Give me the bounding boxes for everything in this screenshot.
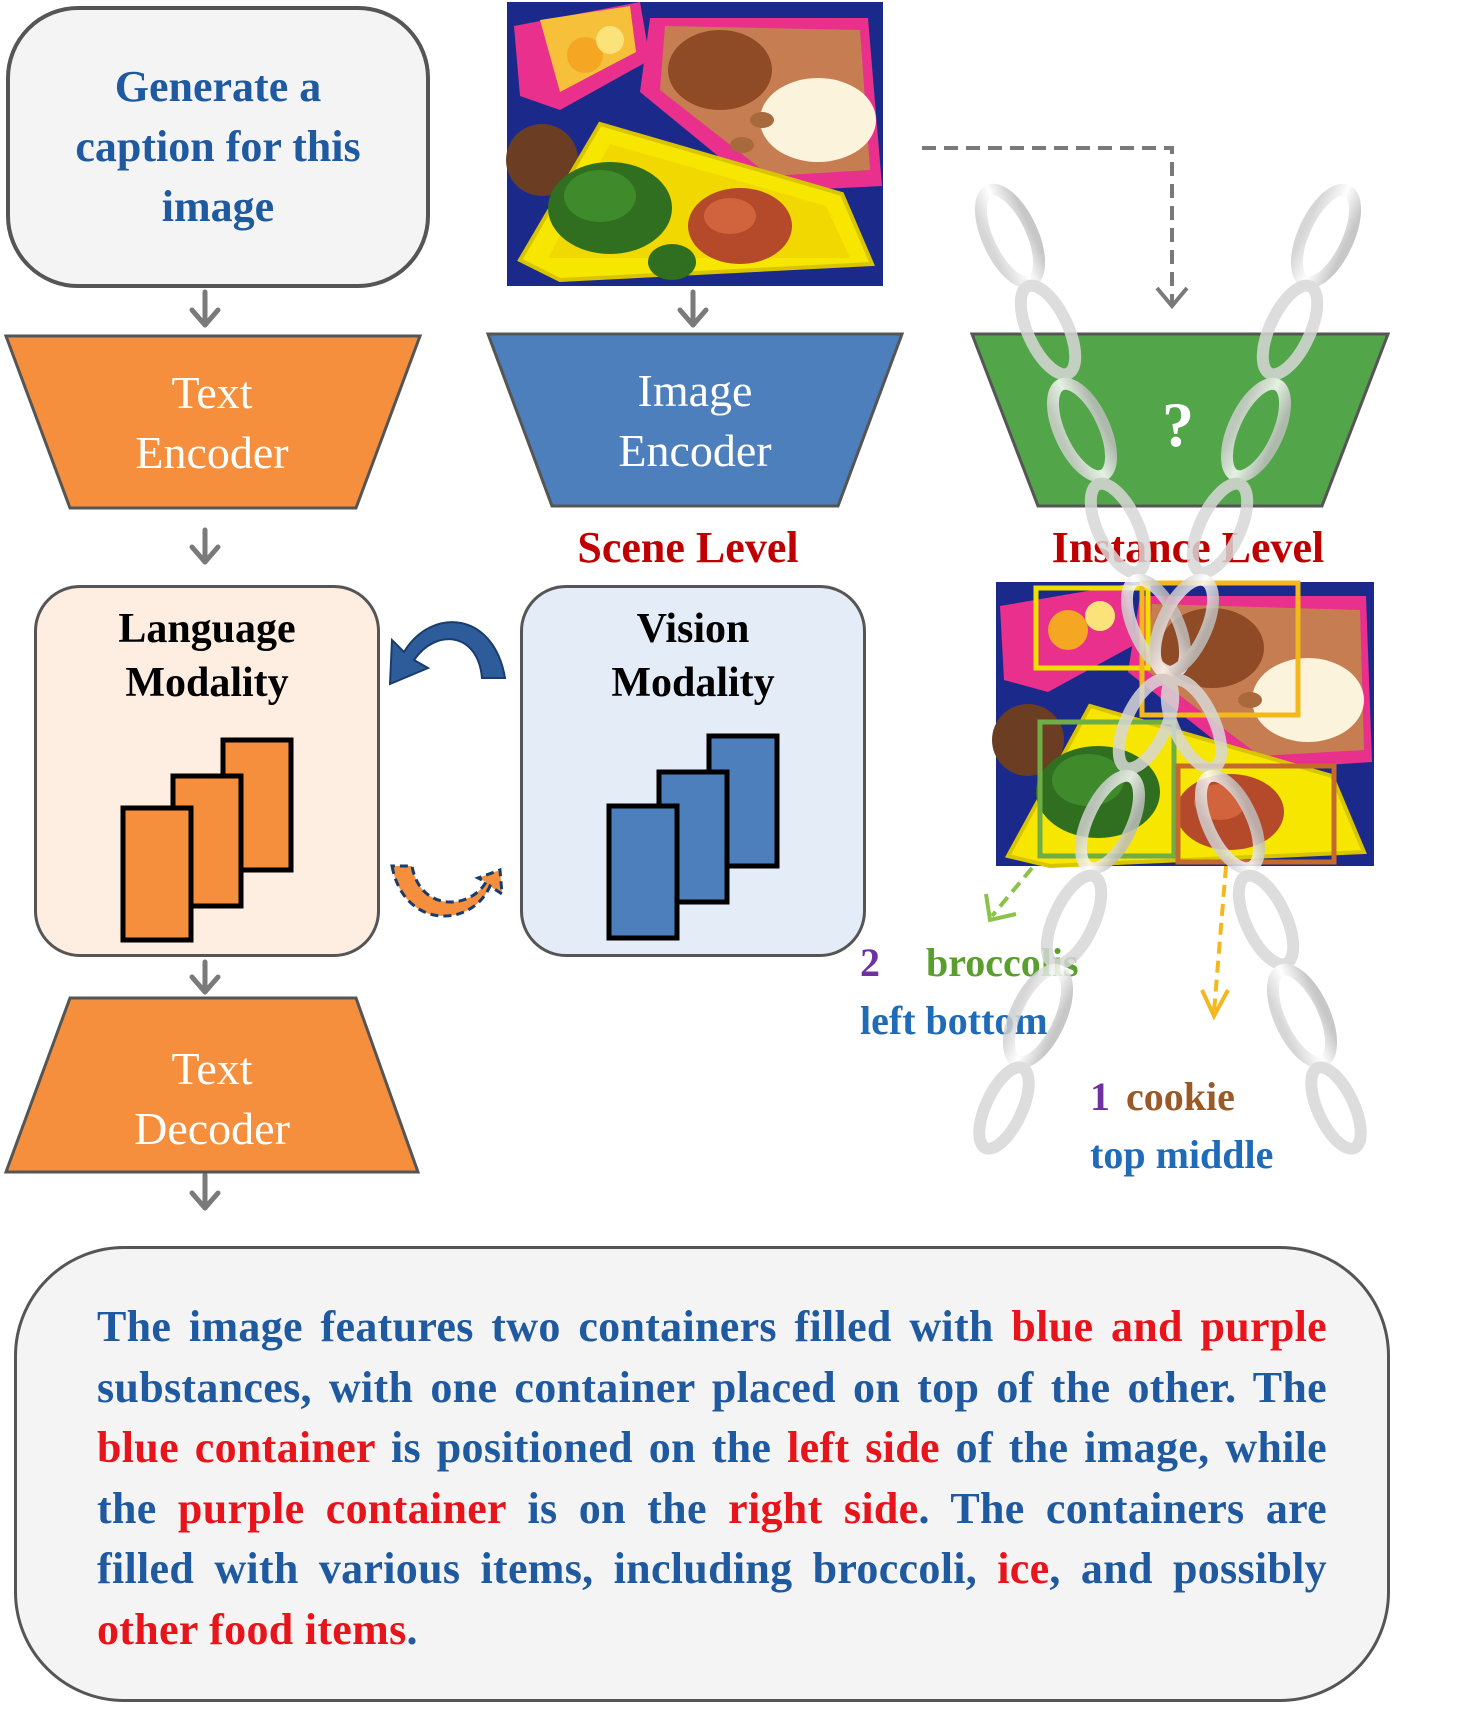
flow-arrows <box>189 289 709 1211</box>
svg-text:top middle: top middle <box>1090 1132 1273 1177</box>
caption-text: The image features two containers filled… <box>97 1297 1327 1660</box>
caption-highlight: purple container <box>177 1483 507 1533</box>
unknown-encoder-label: ? <box>1162 389 1194 460</box>
caption-highlight: left side <box>787 1423 940 1472</box>
caption-highlight: blue container <box>97 1423 376 1472</box>
arrow-language-to-decoder <box>189 959 221 995</box>
caption-highlight: right side <box>728 1483 919 1533</box>
caption-segment: is positioned on the <box>375 1423 788 1472</box>
food-photo <box>506 2 883 286</box>
language-modality-title: Language Modality <box>118 606 296 706</box>
cookie-instance-label: 1 cookie top middle <box>1090 1074 1273 1177</box>
scene-level-label: Scene Level <box>577 523 798 572</box>
prompt-box: Generate a caption for this image <box>6 6 430 288</box>
vision-feature-stack <box>606 733 780 941</box>
arrow-decoder-out <box>189 1172 221 1211</box>
language-feature-stack <box>120 737 294 943</box>
caption-highlight: ice <box>997 1544 1050 1593</box>
text-encoder-shape <box>3 334 423 510</box>
caption-segment: substances, with one container placed on… <box>97 1362 1327 1412</box>
svg-text:1: 1 <box>1090 1074 1110 1119</box>
cookie-pointer <box>1200 865 1230 1021</box>
text-encoder-label-2: Encoder <box>135 427 288 478</box>
broccoli-pointer <box>984 866 1034 923</box>
chain-cross <box>973 183 1367 1155</box>
caption-segment: of the image, while the <box>97 1423 1327 1533</box>
arrow-text-encoder-to-language <box>189 527 221 565</box>
dashed-connector-head <box>1155 286 1189 310</box>
arrow-photo-to-image-encoder <box>677 289 709 328</box>
text-decoder-shape <box>3 996 421 1174</box>
instance-photo <box>992 580 1374 869</box>
caption-box: The image features two containers filled… <box>14 1246 1390 1702</box>
arrow-prompt-to-text-encoder <box>189 289 221 328</box>
prompt-text: Generate a caption for this image <box>75 62 361 231</box>
language-modality-box: Language Modality <box>34 585 380 957</box>
image-encoder-label-1: Image <box>638 365 753 416</box>
svg-text:2: 2 <box>860 940 880 985</box>
svg-text:cookie: cookie <box>1126 1074 1235 1119</box>
vision-modality-title: Vision Modality <box>611 606 775 706</box>
caption-highlight: blue and purple <box>1011 1302 1327 1351</box>
language-to-vision-arrow <box>390 864 504 918</box>
caption-highlight: other food items <box>97 1604 407 1654</box>
image-encoder-label-2: Encoder <box>618 425 771 476</box>
bbox-ice <box>1033 585 1151 671</box>
vision-modality-box: Vision Modality <box>520 585 866 957</box>
dashed-connector <box>922 146 1174 304</box>
chain-right-to-left <box>973 183 1362 1155</box>
caption-segment: The image features two containers filled… <box>97 1302 1012 1351</box>
text-decoder-label-1: Text <box>171 1043 252 1094</box>
caption-segment: . <box>406 1604 418 1654</box>
caption-segment: , and possibly <box>1049 1544 1327 1593</box>
text-decoder-label-2: Decoder <box>134 1103 290 1154</box>
caption-segment: is on the <box>506 1483 729 1533</box>
caption-segment: . The containers are filled with various… <box>97 1483 1327 1594</box>
text-encoder-label-1: Text <box>171 367 252 418</box>
vision-to-language-arrow <box>388 621 507 686</box>
image-encoder-shape <box>485 332 905 508</box>
